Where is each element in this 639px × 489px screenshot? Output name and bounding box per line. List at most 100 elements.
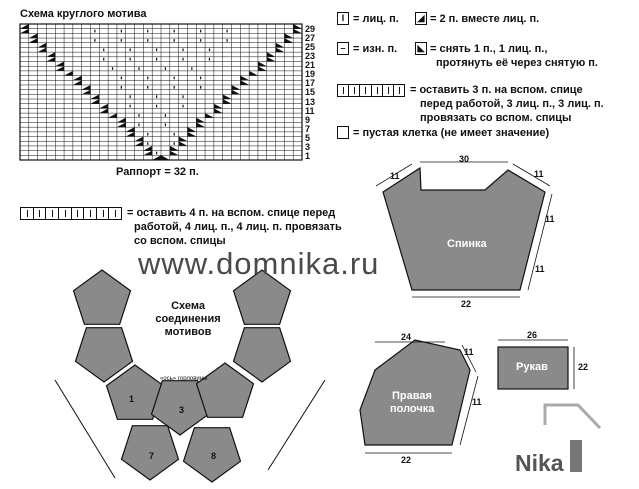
k2tog-icon: ◢ [415,12,427,25]
legend-cable3-1: = оставить 3 п. на вспом. спице [410,84,583,96]
chart-knit-mark [155,48,158,52]
chart-decrease-mark [108,113,117,118]
chart-row-number: 7 [305,123,311,134]
chart-knit-mark [173,85,175,89]
motif-label-7: 7 [149,451,155,461]
legend-cable4-2: работой, 4 лиц. п., 4 лиц. п. провязать [134,221,342,233]
chart-decrease-mark [231,84,241,90]
legend-cable4-3: со вспом. спицы [134,235,226,247]
chart-row-number: 13 [305,96,316,107]
front-bottom-dim: 22 [401,455,412,465]
chart-decrease-mark [231,89,241,95]
chart-knit-mark [120,39,122,42]
chart-knit-mark [200,76,202,80]
front-label-1: Правая [392,390,432,402]
chart-knit-mark [164,123,167,127]
motif-label-8: 8 [211,451,217,461]
sleeve-height-dim: 22 [578,362,589,372]
chart-decrease-mark [169,150,179,156]
chart-decrease-mark [293,28,302,34]
chart-decrease-mark [222,99,232,104]
right-front-panel-shape [359,339,479,454]
chart-row-number: 21 [305,60,316,71]
legend-cable3-3: провязать со вспом. спицы [420,112,572,124]
chart-decrease-mark [20,24,29,29]
chart-row-number: 9 [305,114,311,125]
legend-cable4-1: = оставить 4 п. на вспом. спице перед [127,207,336,219]
chart-knit-mark [138,67,140,70]
motif-arrow-line [54,379,116,479]
chart-decrease-mark [196,122,206,128]
chart-knit-mark [111,67,114,70]
motif-pentagon [105,364,165,420]
motif-pentagon [182,427,242,483]
chart-decrease-mark [187,131,197,137]
chart-decrease-mark [178,136,188,142]
chart-knit-mark [138,114,140,117]
chart-knit-mark [94,29,96,33]
chart-row-number: 5 [305,132,311,143]
chart-knit-mark [200,29,202,33]
chart-knit-mark [120,85,122,89]
back-top-dim: 30 [459,154,470,164]
chart-row-number: 27 [305,33,316,44]
chart-knit-mark [120,76,122,80]
chart-decrease-mark [90,99,100,104]
chart-knit-mark [138,123,140,127]
chart-knit-mark [155,57,158,61]
nika-logo-house [543,403,602,472]
chart-decrease-mark [257,61,267,67]
legend-skpo-1: = снять 1 п., 1 лиц. п., [430,43,548,55]
motif-pentagon [232,327,292,383]
chart-knit-mark [155,151,158,155]
chart-decrease-mark [64,70,73,76]
purl-stitch-icon: – [337,42,349,55]
motif-arrow-line [267,379,326,471]
back-dim-side-1: 11 [545,214,555,224]
knit-stitch-icon: I [337,12,349,25]
chart-decrease-mark [187,127,197,132]
chart-decrease-mark [205,113,214,118]
chart-decrease-mark [37,42,47,48]
chart-decrease-mark [28,38,38,43]
chart-decrease-mark [55,66,65,71]
chart-decrease-mark [266,52,276,57]
sleeve-width-dim: 26 [527,330,538,340]
chart-row-number: 3 [305,141,311,152]
chart-knit-mark [191,67,193,70]
empty-cell-icon [337,126,349,139]
chart-knit-mark [200,85,202,89]
chart-knit-mark [173,76,175,80]
chart-row-number: 23 [305,51,316,62]
chart-decrease-mark [178,141,188,146]
chart-knit-mark [208,57,211,61]
chart-row-number: 25 [305,42,316,53]
sleeve-label: Рукав [516,361,548,373]
chart-decrease-mark [99,108,109,114]
chart-knit-mark [208,48,211,52]
front-label-2: полочка [390,403,435,415]
chart-decrease-mark [213,108,223,114]
chart-knit-mark [182,48,184,52]
chart-decrease-mark [134,136,144,142]
front-top-dim: 24 [401,332,412,342]
chart-decrease-mark [46,56,56,62]
cable-3-icon [337,84,405,97]
chart-decrease-mark [222,94,232,100]
chart-decrease-mark [46,52,56,57]
chart-decrease-mark [28,33,38,39]
motif-connection-diagram [54,269,326,483]
chart-knit-mark [103,57,105,61]
chart-decrease-mark [55,61,65,67]
chart-knit-mark [120,29,122,33]
chart-row-number: 19 [305,69,316,80]
motif-pentagon [72,269,132,325]
chart-decrease-mark [293,24,302,29]
chart-decrease-mark [72,80,82,85]
motif-label-1: 1 [129,394,135,404]
chart-knit-mark [155,95,158,99]
legend-knit: = лиц. п. [353,13,399,25]
chart-decrease-mark [20,28,29,34]
chart-decrease-mark [284,33,294,39]
